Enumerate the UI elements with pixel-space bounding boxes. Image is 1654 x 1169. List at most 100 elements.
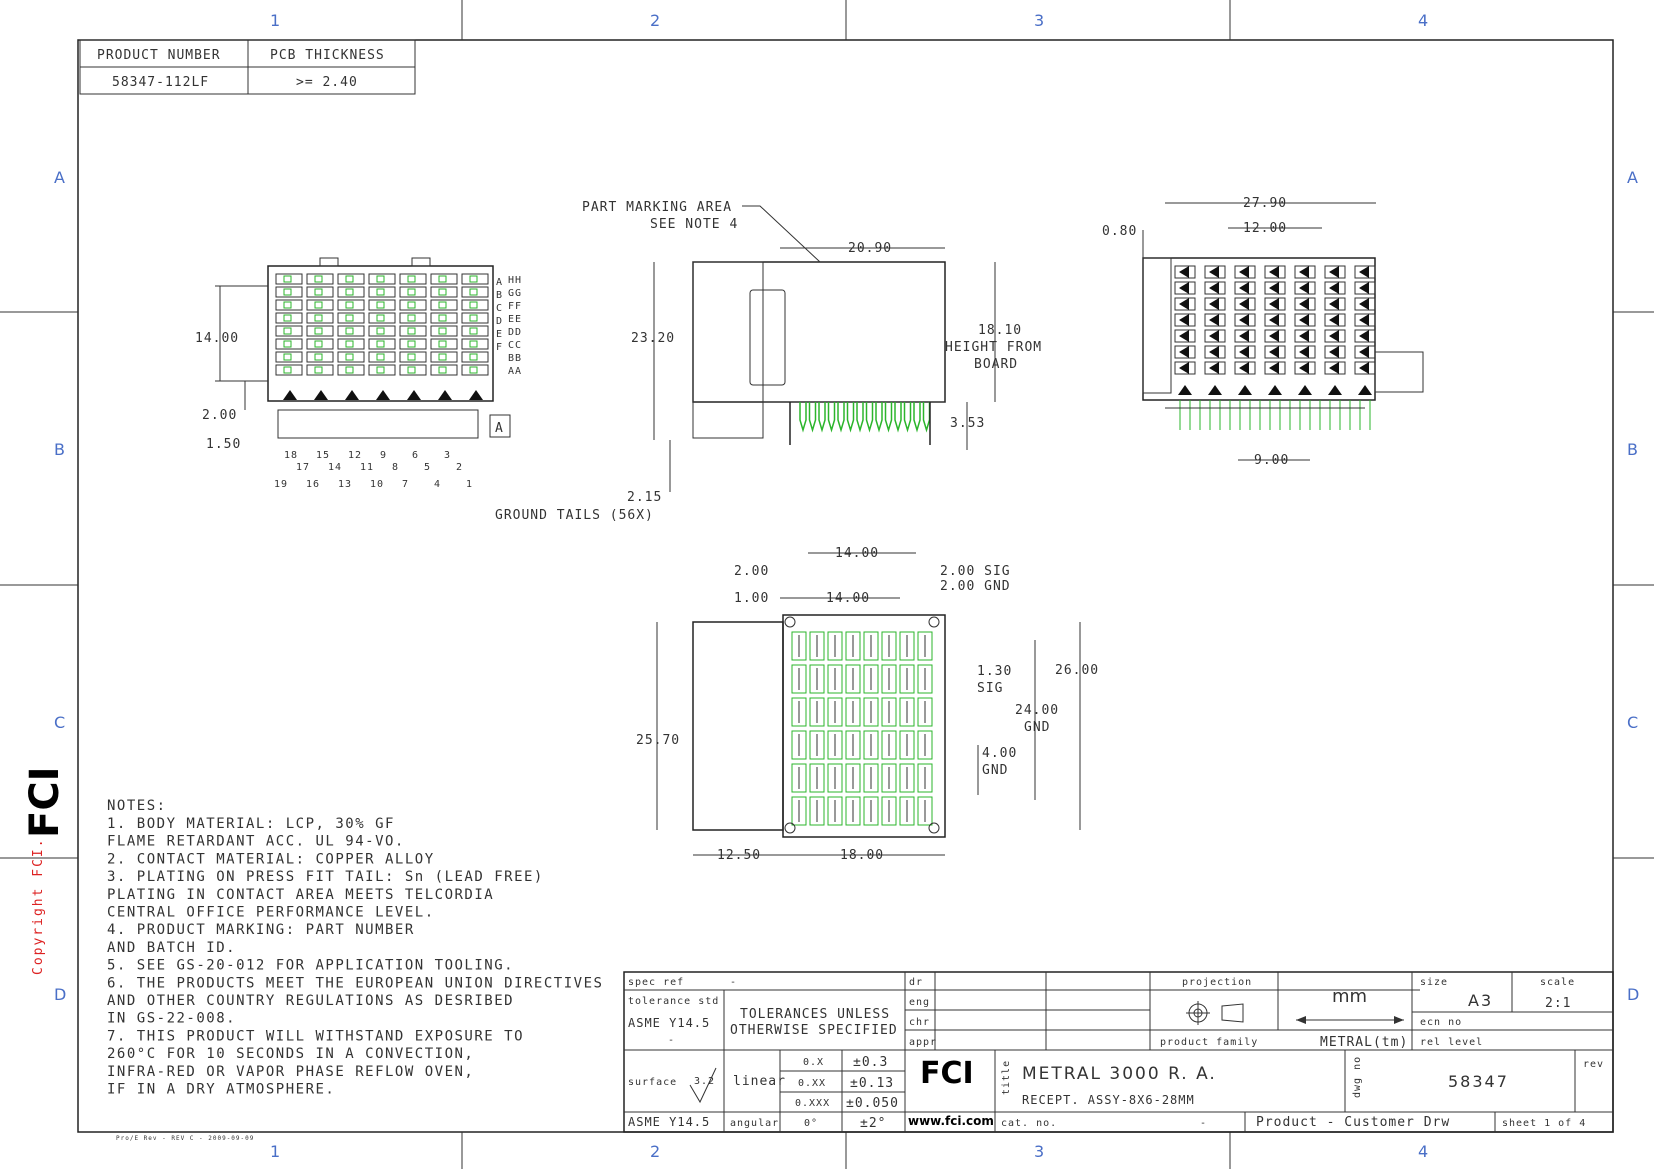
rear-arrow-marker — [1239, 330, 1249, 342]
front-contact-pad — [469, 288, 478, 296]
zone-col-bottom-4: 4 — [1418, 1142, 1428, 1161]
bottom-length-dim: 25.70 — [636, 733, 680, 748]
bottom-contact-pad — [791, 796, 807, 826]
appr-label: appr — [909, 1037, 937, 1048]
rear-contact-cell — [1234, 345, 1256, 359]
front-contact-pad — [314, 353, 323, 361]
rear-contact-cell — [1324, 361, 1346, 375]
website-text: www.fci.com — [908, 1114, 994, 1128]
rear-offset-dim: 0.80 — [1102, 224, 1137, 239]
front-pin-number-top: 12 — [348, 450, 362, 461]
front-contact-pad — [283, 327, 292, 335]
rear-arrow-marker — [1269, 314, 1279, 326]
rear-arrow-marker — [1299, 346, 1309, 358]
rear-contact-cell — [1204, 345, 1226, 359]
bottom-contact-pad — [863, 796, 879, 826]
front-row-letter-right: GG — [508, 288, 522, 299]
front-contact-cell — [337, 286, 365, 298]
rear-arrow-marker — [1299, 266, 1309, 278]
rear-arrow-marker — [1179, 330, 1189, 342]
front-contact-cell — [368, 312, 396, 324]
side-marking-line1: PART MARKING AREA — [582, 200, 732, 215]
note-line: AND BATCH ID. — [107, 940, 236, 956]
bottom-contact-pad — [917, 631, 933, 661]
front-contact-pad — [345, 288, 354, 296]
rear-arrow-marker — [1239, 314, 1249, 326]
mounting-hole — [784, 616, 796, 628]
units-text: mm — [1332, 986, 1367, 1007]
rear-contact-cell — [1204, 265, 1226, 279]
rear-arrow-marker — [1359, 282, 1369, 294]
front-contact-cell — [306, 364, 334, 376]
rear-contact-cell — [1174, 313, 1196, 327]
bottom-grid-dim: 18.00 — [840, 848, 884, 863]
front-pin-number-mid: 2 — [456, 462, 463, 473]
fci-side-logo: FCI — [22, 766, 68, 838]
front-contact-pad — [438, 327, 447, 335]
bottom-contact-pad — [863, 631, 879, 661]
front-contact-pad — [345, 275, 354, 283]
rear-arrow-marker — [1209, 298, 1219, 310]
bottom-contact-pad — [863, 664, 879, 694]
bottom-contact-pad — [845, 796, 861, 826]
product-number-value: 58347-112LF — [112, 75, 209, 90]
front-contact-cell — [337, 312, 365, 324]
eng-label: eng — [909, 997, 930, 1008]
front-contact-cell — [430, 325, 458, 337]
rear-arrow-marker — [1179, 362, 1189, 374]
rear-contact-cell — [1234, 313, 1256, 327]
zone-row-right-a: A — [1627, 168, 1638, 187]
rear-contact-cell — [1264, 361, 1286, 375]
front-contact-pad — [283, 301, 292, 309]
side-height-dim: 23.20 — [631, 331, 675, 346]
zone-row-left-b: B — [54, 440, 65, 459]
rear-arrow-marker — [1329, 282, 1339, 294]
front-contact-pad — [438, 288, 447, 296]
bottom-gnd-pitch-dim: 4.00 — [982, 746, 1017, 761]
copyright-text: Copyright FCI. — [31, 837, 46, 975]
bottom-contact-pad — [827, 631, 843, 661]
bottom-contact-pad — [917, 730, 933, 760]
rear-view: 27.90 12.00 0.80 9.00 — [1102, 196, 1424, 468]
rear-contact-cell — [1354, 313, 1376, 327]
rear-pitch-dim: 12.00 — [1243, 221, 1287, 236]
title-label: title — [1001, 1060, 1012, 1095]
front-contact-pad — [407, 327, 416, 335]
front-contact-cell — [368, 364, 396, 376]
front-contact-cell — [306, 351, 334, 363]
tolerances-line2: OTHERWISE SPECIFIED — [730, 1023, 898, 1038]
front-contact-pad — [376, 301, 385, 309]
front-contact-cell — [306, 299, 334, 311]
rear-arrow-marker — [1329, 346, 1339, 358]
front-polarity-marker — [314, 390, 328, 400]
front-contact-pad — [407, 353, 416, 361]
front-polarity-marker — [345, 390, 359, 400]
rear-arrow-marker — [1269, 346, 1279, 358]
rear-arrow-marker — [1359, 346, 1369, 358]
front-contact-cell — [306, 273, 334, 285]
front-contact-pad — [376, 275, 385, 283]
front-polarity-marker — [283, 390, 297, 400]
front-pin-number-top: 15 — [316, 450, 330, 461]
rear-contact-cell — [1264, 297, 1286, 311]
front-contact-pad — [314, 327, 323, 335]
size-value: A3 — [1468, 991, 1493, 1010]
front-contact-cell — [368, 338, 396, 350]
bottom-contact-pad — [899, 763, 915, 793]
angular-tolerance: ±2° — [860, 1116, 886, 1131]
front-row-letter-left: C — [496, 303, 503, 314]
front-contact-pad — [376, 288, 385, 296]
rear-arrow-marker — [1179, 314, 1189, 326]
note-line: 5. SEE GS-20-012 FOR APPLICATION TOOLING… — [107, 958, 514, 974]
bottom-contact-pad — [899, 664, 915, 694]
front-pin-number-top: 3 — [444, 450, 451, 461]
bottom-contact-pad — [899, 697, 915, 727]
bottom-contact-pad — [881, 763, 897, 793]
front-tail-dim: 1.50 — [206, 437, 241, 452]
front-view-contact-grid — [275, 273, 489, 400]
tol-row3-precision: 0.XXX — [795, 1098, 830, 1109]
press-fit-tail — [799, 402, 807, 433]
zone-col-bottom-3: 3 — [1034, 1142, 1044, 1161]
front-pin-number-bottom: 7 — [402, 479, 409, 490]
